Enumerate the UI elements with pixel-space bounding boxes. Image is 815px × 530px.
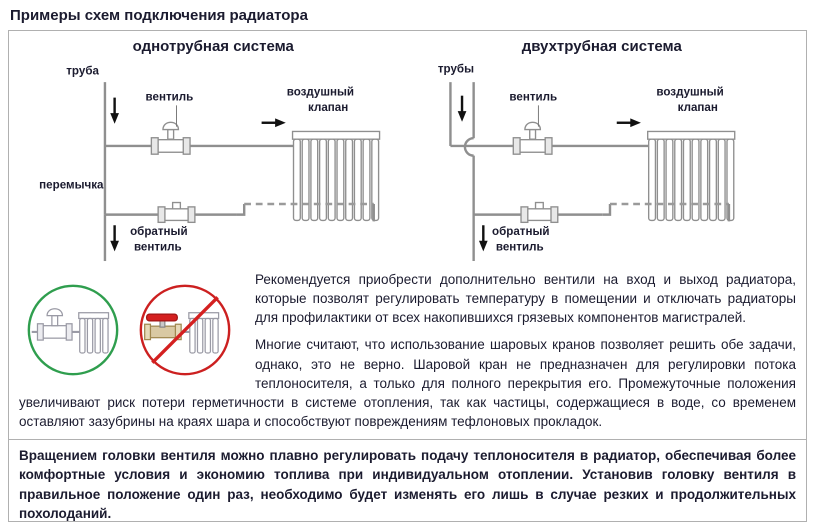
label-bypass: перемычка	[39, 179, 104, 192]
recommended-valve-icon	[27, 284, 119, 376]
diagrams-row: однотрубная система	[19, 35, 796, 262]
bottom-note: Вращением головки вентиля можно плавно р…	[19, 448, 796, 521]
label-pipe: труба	[66, 64, 99, 77]
label-return-valve-line2: вентиль	[495, 240, 543, 253]
flow-arrows	[110, 97, 286, 252]
advice-section: Рекомендуется приобрести дополнительно в…	[19, 270, 796, 431]
pipe-crossover-arc	[463, 137, 474, 157]
label-valve: вентиль	[146, 91, 194, 104]
return-valve-icon	[519, 201, 558, 224]
flow-arrows	[457, 95, 641, 252]
radiator-icon	[291, 130, 381, 222]
label-pipes: трубы	[437, 62, 473, 75]
label-return-valve-line1: обратный	[492, 225, 549, 238]
two-pipe-scheme-icon: трубы вентиль воздушный клапан обратный …	[437, 62, 735, 262]
section-divider	[9, 439, 806, 441]
prohibited-ball-valve-icon	[139, 284, 231, 376]
radiator-icon	[646, 130, 735, 222]
label-return-valve-line1: обратный	[130, 225, 187, 238]
single-pipe-scheme-icon: труба вентиль воздушный клапан перемычка…	[39, 64, 381, 262]
label-air-valve-line1: воздушный	[656, 86, 723, 99]
pipes	[448, 82, 649, 262]
valve-icon	[512, 121, 553, 155]
label-return-valve-line2: вентиль	[134, 240, 182, 253]
label-valve: вентиль	[509, 91, 557, 104]
valve-icon	[150, 121, 191, 155]
two-pipe-heading: двухтрубная система	[521, 38, 682, 55]
diagram-two-pipe: двухтрубная система	[408, 35, 797, 262]
label-air-valve-line2: клапан	[677, 101, 717, 114]
advice-paragraph-2: Многие считают, что использование шаровы…	[19, 337, 796, 430]
diagram-single-pipe: однотрубная система	[19, 35, 408, 262]
page-title: Примеры схем подключения радиатора	[10, 7, 308, 24]
legend-icons	[25, 274, 239, 386]
single-pipe-heading: однотрубная система	[132, 38, 294, 55]
content-box: однотрубная система	[8, 30, 807, 522]
label-air-valve-line1: воздушный	[287, 86, 354, 99]
prohibition-slash	[151, 296, 219, 364]
label-air-valve-line2: клапан	[308, 101, 348, 114]
return-valve-icon	[157, 201, 196, 224]
advice-paragraph-1: Рекомендуется приобрести дополнительно в…	[255, 272, 796, 326]
